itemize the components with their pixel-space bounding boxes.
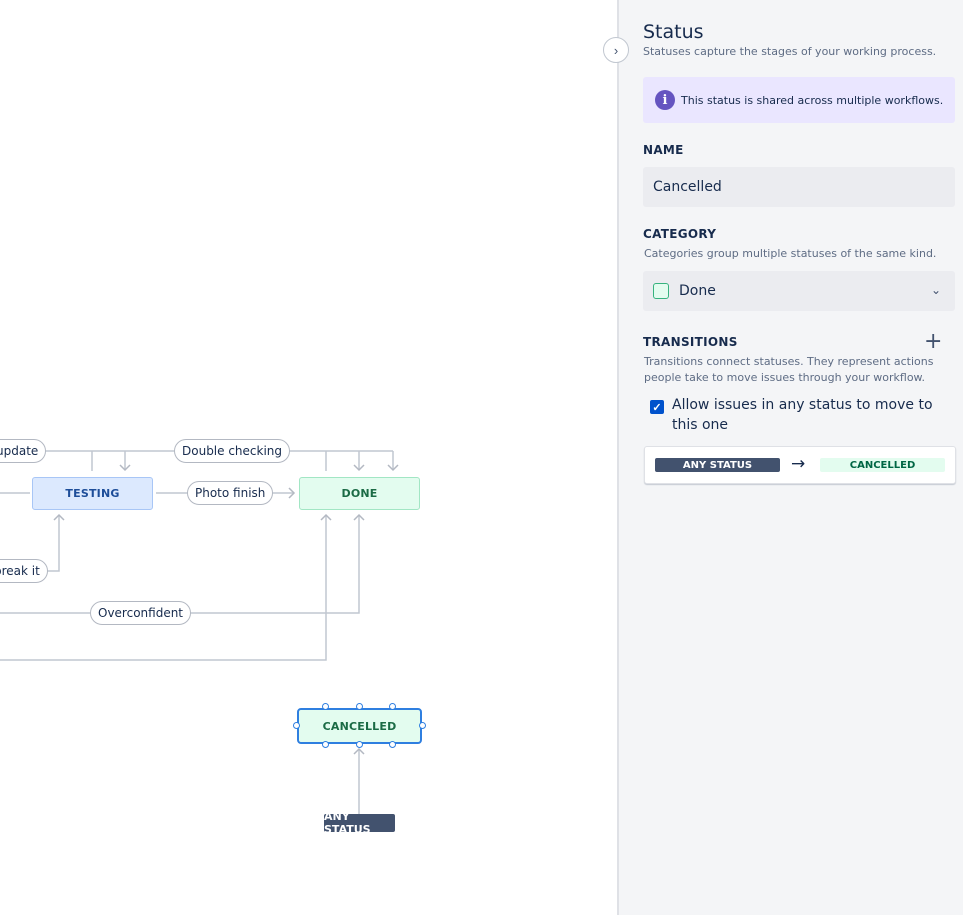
collapse-panel-button[interactable]: › bbox=[603, 37, 629, 63]
panel-title: Status bbox=[643, 21, 704, 43]
name-label: NAME bbox=[643, 143, 684, 157]
category-help: Categories group multiple statuses of th… bbox=[644, 247, 937, 260]
connection-handle[interactable] bbox=[419, 722, 426, 729]
connection-handle[interactable] bbox=[322, 703, 329, 710]
category-select[interactable]: Done ⌄ bbox=[643, 271, 955, 311]
transitions-label: TRANSITIONS bbox=[643, 335, 738, 349]
allow-any-status-label[interactable]: Allow issues in any status to move to th… bbox=[672, 397, 933, 433]
transition-label-break-it[interactable]: break it bbox=[0, 559, 48, 583]
status-node-done[interactable]: DONE bbox=[299, 477, 420, 510]
info-text: This status is shared across multiple wo… bbox=[681, 93, 944, 107]
shared-status-info-banner: i This status is shared across multiple … bbox=[643, 77, 955, 123]
category-value: Done bbox=[679, 283, 716, 299]
arrow-right-icon: → bbox=[791, 454, 806, 474]
any-status-node[interactable]: ANY STATUS bbox=[324, 810, 395, 836]
transitions-help: Transitions connect statuses. They repre… bbox=[644, 355, 934, 384]
transition-label-overconfident[interactable]: Overconfident bbox=[90, 601, 192, 625]
chevron-down-icon: ⌄ bbox=[930, 283, 941, 297]
connection-handle[interactable] bbox=[389, 741, 396, 748]
transition-label-double-checking[interactable]: Double checking bbox=[174, 439, 291, 463]
info-icon: i bbox=[655, 90, 675, 110]
transition-item[interactable]: ANY STATUS → CANCELLED bbox=[644, 446, 956, 484]
transition-label-update[interactable]: update bbox=[0, 439, 47, 463]
connection-handle[interactable] bbox=[322, 741, 329, 748]
transition-to-badge: CANCELLED bbox=[820, 458, 945, 472]
category-color-swatch bbox=[653, 283, 669, 299]
connector-lines bbox=[0, 450, 399, 814]
connection-handle[interactable] bbox=[356, 703, 363, 710]
status-node-cancelled[interactable]: CANCELLED bbox=[297, 708, 422, 744]
status-panel: Status Statuses capture the stages of yo… bbox=[617, 0, 963, 915]
connection-handle[interactable] bbox=[389, 703, 396, 710]
connection-handle[interactable] bbox=[356, 741, 363, 748]
status-node-testing[interactable]: TESTING bbox=[32, 477, 153, 510]
name-input[interactable]: Cancelled bbox=[643, 167, 955, 207]
connection-handle[interactable] bbox=[293, 722, 300, 729]
workflow-canvas[interactable]: update Double checking Photo finish brea… bbox=[0, 0, 617, 915]
panel-subtitle: Statuses capture the stages of your work… bbox=[643, 45, 937, 58]
chevron-right-icon: › bbox=[613, 42, 619, 58]
plus-icon[interactable]: + bbox=[924, 329, 943, 354]
allow-any-status-checkbox[interactable]: ✓ bbox=[650, 400, 664, 414]
transition-label-photo-finish[interactable]: Photo finish bbox=[187, 481, 274, 505]
category-label: CATEGORY bbox=[643, 227, 717, 241]
transition-from-badge: ANY STATUS bbox=[655, 458, 780, 472]
